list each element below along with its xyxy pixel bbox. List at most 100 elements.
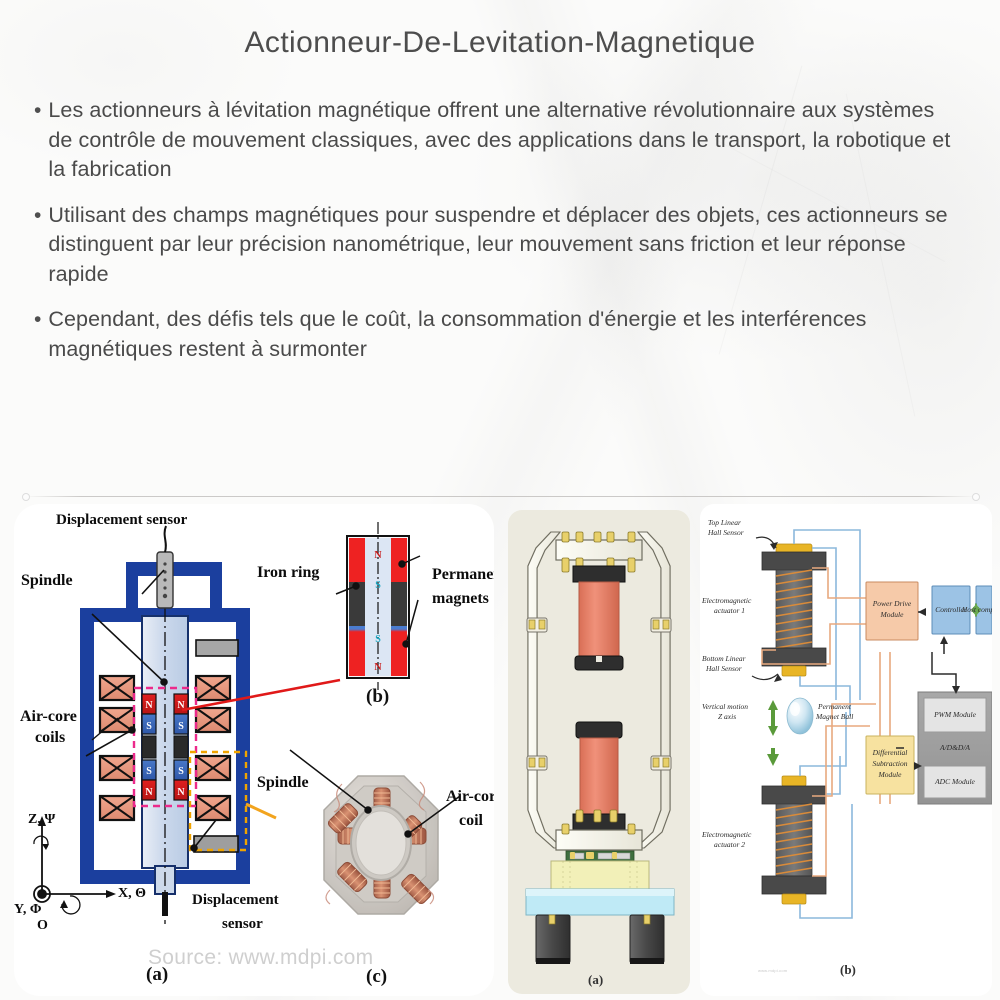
svg-text:N: N [177, 700, 185, 711]
caption-c: (c) [366, 966, 388, 987]
power-drive-module-box [865, 581, 919, 641]
air-core-coils-left [98, 674, 136, 822]
label-magnet-ball-line1: Permanent [818, 702, 851, 711]
page-title: Actionneur-De-Levitation-Magnetique [244, 26, 756, 59]
upper-coil-cap [572, 565, 626, 583]
label-top-hall-sensor-line1: Top Linear [708, 518, 741, 527]
bullet-text: Cependant, des défis tels que le coût, l… [48, 307, 867, 361]
caption-b: (b) [366, 686, 390, 707]
coordinate-axes-gizmo [33, 816, 116, 915]
svg-text:N: N [374, 662, 382, 673]
pcb-components [569, 852, 631, 860]
caption-right-b: (b) [840, 962, 856, 977]
leader-lines [85, 569, 217, 852]
orange-pointer-line [245, 802, 277, 820]
bullet-marker: • [34, 203, 42, 227]
block-label-differential-line2[interactable]: Subtraction [872, 759, 908, 768]
label-magnet-ball-line2: Magnet Ball [816, 712, 854, 721]
divider-endpoint-left [22, 493, 30, 501]
label-permanent-magnets-line2: magnets [432, 590, 489, 607]
electromagnetic-actuator-2 [761, 775, 827, 905]
label-actuator1-line1: Electromagnetic [702, 596, 752, 605]
block-label-differential-line1[interactable]: Differential [872, 748, 908, 757]
upper-coil-body [578, 581, 620, 657]
bullet-text: Utilisant des champs magnétiques pour su… [48, 202, 948, 286]
figure-panel-right: Top Linear Hall Sensor Electromagnetic a… [700, 504, 992, 996]
block-label-controller[interactable]: Controller [935, 605, 967, 614]
svg-text:S: S [146, 766, 152, 777]
svg-text:S: S [178, 766, 184, 777]
label-displacement-sensor-top: Displacement sensor [56, 512, 188, 528]
pcb-connectors [570, 852, 617, 859]
label-iron-ring: Iron ring [257, 564, 320, 581]
red-pointer-line [181, 678, 341, 712]
svg-text:N: N [177, 787, 185, 798]
label-bottom-hall-sensor-line1: Bottom Linear [702, 654, 746, 663]
bullet-marker: • [34, 99, 42, 122]
block-label-ad-da[interactable]: A/D&D/A [940, 743, 970, 752]
lower-coil-cap [575, 721, 623, 739]
list-item: • Cependant, des défis tels que le coût,… [34, 305, 964, 364]
permanent-magnets-assembly: NS NS SN SN [141, 693, 189, 801]
micro-credit-text: www.mdpi.com [758, 968, 788, 973]
caption-a: (a) [146, 964, 169, 985]
sensor-dots [162, 562, 168, 599]
diagram-a-cross-section: NS NS SN SN [33, 525, 341, 924]
label-actuator2-line2: actuator 2 [714, 840, 746, 849]
block-label-host-computer[interactable]: Host computer [961, 605, 992, 614]
grey-block-lower [193, 835, 239, 853]
figure-panel-middle: (a) [508, 510, 690, 994]
pwm-module-box [923, 697, 987, 733]
block-label-power-drive-line1[interactable]: Power Drive [872, 599, 912, 608]
list-item: • Les actionneurs à lévitation magnétiqu… [34, 96, 964, 185]
divider-endpoint-right [972, 493, 980, 501]
bottom-plate [555, 829, 643, 851]
blue-housing [80, 562, 250, 884]
adc-module-box [923, 765, 987, 799]
label-displacement-sensor-bottom-line1: Displacement [192, 892, 279, 908]
section-divider [24, 496, 976, 497]
label-spindle-mid: Spindle [257, 774, 309, 791]
svg-text:S: S [178, 721, 184, 732]
label-spindle-top: Spindle [21, 572, 73, 589]
bullet-marker: • [34, 308, 42, 331]
label-actuator1-line2: actuator 1 [714, 606, 746, 615]
label-top-hall-sensor-line2: Hall Sensor [708, 528, 744, 537]
label-displacement-sensor-bottom-line2: sensor [222, 916, 263, 932]
air-core-coils-right [194, 674, 232, 822]
svg-text:N: N [145, 700, 153, 711]
sensor-wire [163, 525, 167, 553]
block-label-pwm-module[interactable]: PWM Module [934, 710, 976, 719]
vertical-motion-arrows [768, 700, 778, 736]
label-vertical-motion-line1: Vertical motion [702, 702, 749, 711]
list-item: • Utilisant des champs magnétiques pour … [34, 201, 964, 290]
bottom-hall-sensor-chip [781, 665, 807, 677]
controller-box [931, 585, 971, 635]
label-air-core-coil-line1: Air-core [446, 788, 494, 805]
diagram-b-iron-ring: N S S N [335, 522, 421, 690]
caption-mid-a: (a) [588, 972, 604, 987]
label-air-core-coils-line2: coils [35, 729, 66, 746]
bullet-list: • Les actionneurs à lévitation magnétiqu… [34, 96, 964, 380]
block-label-adc-module[interactable]: ADC Module [935, 777, 975, 786]
bottom-bolts [561, 809, 636, 835]
vertical-motion-arrow-lower [767, 748, 779, 766]
axis-label-z: Z, Ψ [28, 812, 56, 827]
svg-text:S: S [375, 580, 381, 591]
block-label-power-drive-line2[interactable]: Module [880, 610, 904, 619]
axis-label-origin: O [37, 918, 48, 933]
label-bottom-hall-sensor-line2: Hall Sensor [706, 664, 742, 673]
electromagnetic-actuator-1 [761, 543, 827, 677]
right-figure-svg [751, 529, 992, 919]
left-figure-svg: NS NS SN SN [33, 522, 461, 924]
axis-label-x: X, Θ [118, 886, 146, 901]
svg-text:N: N [145, 787, 153, 798]
highlight-box-pink [132, 686, 198, 808]
permanent-magnet-ball-group [786, 697, 814, 735]
label-vertical-motion-line2: Z axis [718, 712, 737, 721]
block-label-differential-line3[interactable]: Module [878, 770, 902, 779]
axis-label-y: Y, Φ [14, 902, 42, 917]
source-watermark: Source: www.mdpi.com [148, 946, 374, 969]
